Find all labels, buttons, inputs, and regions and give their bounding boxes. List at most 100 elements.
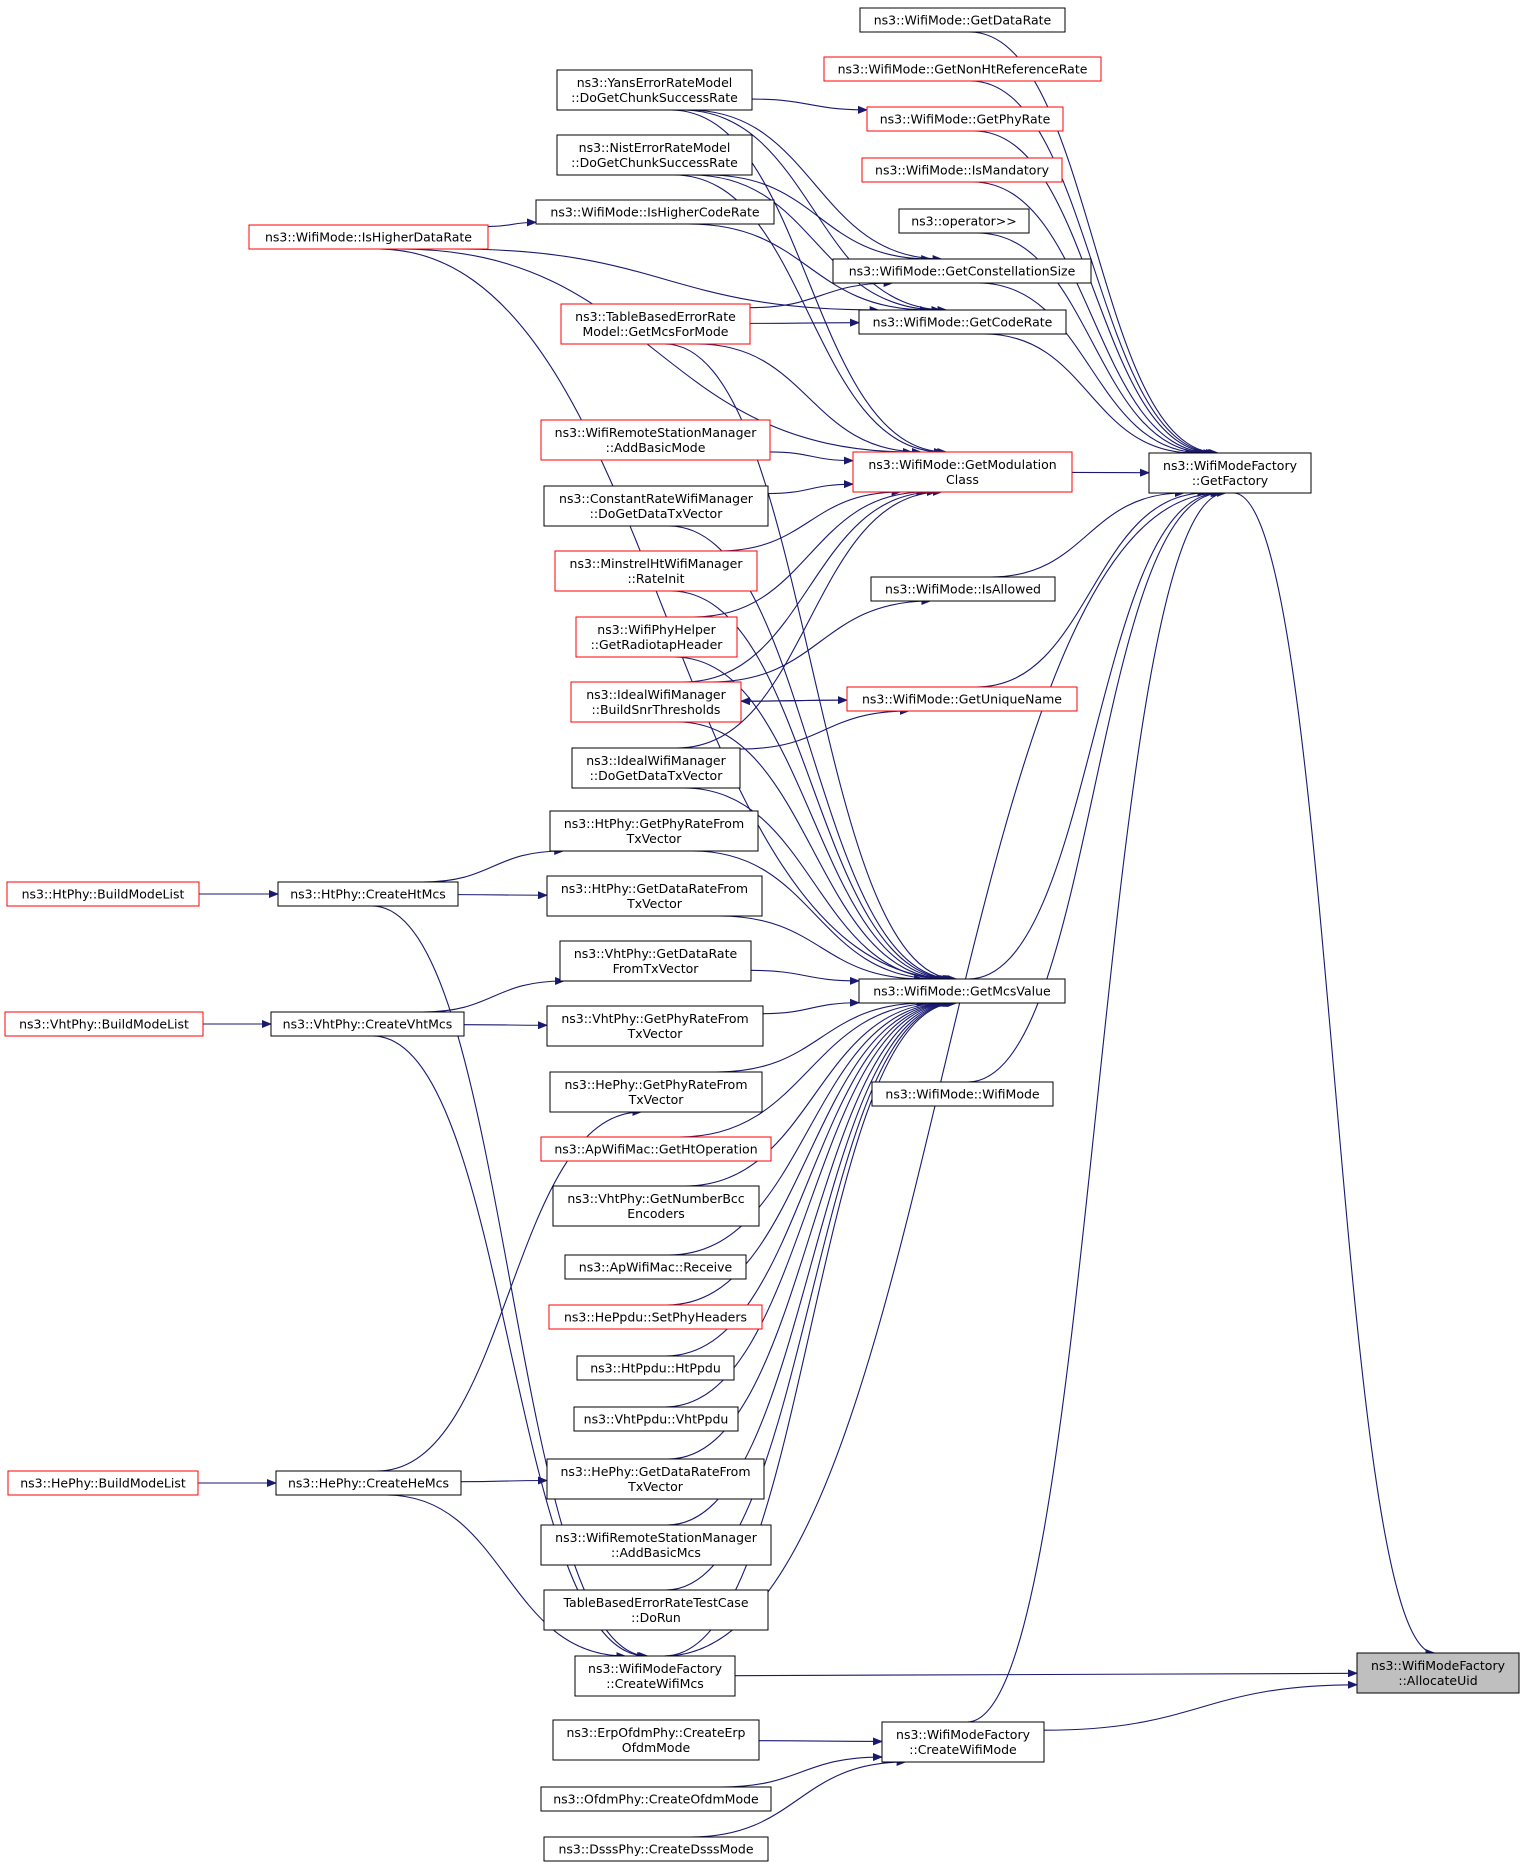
node-box-yans[interactable] [556,69,753,111]
node-box-idealdoget[interactable] [571,747,741,789]
node-addbasicmode[interactable]: ns3::WifiRemoteStationManager::AddBasicM… [540,419,771,461]
node-hebuild[interactable]: ns3::HePhy::BuildModeList [7,1470,199,1496]
node-box-vhtbuild[interactable] [4,1011,204,1037]
node-box-minstrel[interactable] [554,550,758,592]
node-box-htphyrate[interactable] [549,810,759,852]
node-box-isallowed[interactable] [870,576,1056,602]
node-idealdoget[interactable]: ns3::IdealWifiManager::DoGetDataTxVector [571,747,741,789]
node-createmcs[interactable]: ns3::WifiModeFactory::CreateWifiMcs [574,1655,736,1697]
node-box-createmode[interactable] [881,1721,1045,1763]
node-box-erpofdm[interactable] [552,1719,760,1761]
node-box-radiotap[interactable] [575,616,738,658]
node-getht[interactable]: ns3::ApWifiMac::GetHtOperation [540,1136,772,1162]
node-box-htdatarate[interactable] [546,875,763,917]
node-box-vhtcreate[interactable] [270,1011,465,1037]
node-box-heppdu[interactable] [548,1304,763,1330]
node-box-htbuild[interactable] [6,881,200,907]
node-box-hedatarate[interactable] [546,1458,765,1500]
node-getuniquename[interactable]: ns3::WifiMode::GetUniqueName [846,686,1078,712]
node-box-ishighercode[interactable] [535,199,775,225]
node-addbasicmcs[interactable]: ns3::WifiRemoteStationManager::AddBasicM… [540,1524,772,1566]
node-dsssmode[interactable]: ns3::DsssPhy::CreateDsssMode [543,1836,769,1862]
node-box-ofdmmode[interactable] [540,1786,772,1812]
node-ishigherdata[interactable]: ns3::WifiMode::IsHigherDataRate [248,224,489,250]
node-box-htcreate[interactable] [277,881,459,907]
node-box-getphyrate[interactable] [866,106,1064,132]
node-vhtcreate[interactable]: ns3::VhtPhy::CreateVhtMcs [270,1011,465,1037]
node-box-hecreate[interactable] [275,1470,462,1496]
node-box-getuniquename[interactable] [846,686,1078,712]
node-tablebased[interactable]: ns3::TableBasedErrorRateModel::GetMcsFor… [560,303,751,345]
node-box-operator[interactable] [898,208,1030,234]
node-box-allocateuid[interactable] [1356,1652,1520,1694]
node-getcoderate[interactable]: ns3::WifiMode::GetCodeRate [858,309,1067,335]
node-constrate[interactable]: ns3::ConstantRateWifiManager::DoGetDataT… [543,485,769,527]
node-vhtppdu[interactable]: ns3::VhtPpdu::VhtPpdu [573,1406,739,1432]
node-receive[interactable]: ns3::ApWifiMac::Receive [564,1254,747,1280]
node-box-idealbuild[interactable] [570,681,742,723]
node-ofdmmode[interactable]: ns3::OfdmPhy::CreateOfdmMode [540,1786,772,1812]
node-hecreate[interactable]: ns3::HePhy::CreateHeMcs [275,1470,462,1496]
node-vhtbuild[interactable]: ns3::VhtPhy::BuildModeList [4,1011,204,1037]
node-getnonht[interactable]: ns3::WifiMode::GetNonHtReferenceRate [823,56,1102,82]
node-box-getht[interactable] [540,1136,772,1162]
node-box-vhtdatarate[interactable] [559,940,752,982]
node-box-vhtphyrate[interactable] [546,1005,764,1047]
node-box-addbasicmcs[interactable] [540,1524,772,1566]
node-getconst[interactable]: ns3::WifiMode::GetConstellationSize [832,258,1092,284]
node-ishighercode[interactable]: ns3::WifiMode::IsHigherCodeRate [535,199,775,225]
node-box-vhtppdu[interactable] [573,1406,739,1432]
node-operator[interactable]: ns3::operator>> [898,208,1030,234]
node-box-getnonht[interactable] [823,56,1102,82]
node-box-nist[interactable] [556,134,753,176]
node-createmode[interactable]: ns3::WifiModeFactory::CreateWifiMode [881,1721,1045,1763]
node-yans[interactable]: ns3::YansErrorRateModel::DoGetChunkSucce… [556,69,753,111]
node-box-constrate[interactable] [543,485,769,527]
node-idealbuild[interactable]: ns3::IdealWifiManager::BuildSnrThreshold… [570,681,742,723]
node-getmcsvalue[interactable]: ns3::WifiMode::GetMcsValue [858,978,1066,1004]
node-isallowed[interactable]: ns3::WifiMode::IsAllowed [870,576,1056,602]
node-minstrel[interactable]: ns3::MinstrelHtWifiManager::RateInit [554,550,758,592]
node-box-getconst[interactable] [832,258,1092,284]
node-box-getcoderate[interactable] [858,309,1067,335]
node-box-ishigherdata[interactable] [248,224,489,250]
node-allocateuid[interactable]: ns3::WifiModeFactory::AllocateUid [1356,1652,1520,1694]
node-box-hephyrate[interactable] [549,1071,763,1113]
node-ismandatory[interactable]: ns3::WifiMode::IsMandatory [861,157,1063,183]
node-getfactory[interactable]: ns3::WifiModeFactory::GetFactory [1148,452,1312,494]
node-box-addbasicmode[interactable] [540,419,771,461]
node-box-ismandatory[interactable] [861,157,1063,183]
node-tabletest[interactable]: TableBasedErrorRateTestCase::DoRun [543,1589,769,1631]
node-radiotap[interactable]: ns3::WifiPhyHelper::GetRadiotapHeader [575,616,738,658]
node-box-tablebased[interactable] [560,303,751,345]
node-box-wifimode[interactable] [871,1081,1054,1107]
node-wifimode[interactable]: ns3::WifiMode::WifiMode [871,1081,1054,1107]
node-box-tabletest[interactable] [543,1589,769,1631]
node-box-dsssmode[interactable] [543,1836,769,1862]
node-box-receive[interactable] [564,1254,747,1280]
node-htbuild[interactable]: ns3::HtPhy::BuildModeList [6,881,200,907]
node-getdatarate[interactable]: ns3::WifiMode::GetDataRate [859,7,1066,33]
node-box-htppdu[interactable] [576,1355,735,1381]
node-htppdu[interactable]: ns3::HtPpdu::HtPpdu [576,1355,735,1381]
node-box-hebuild[interactable] [7,1470,199,1496]
node-box-getfactory[interactable] [1148,452,1312,494]
node-box-vhtbcc[interactable] [552,1185,760,1227]
node-heppdu[interactable]: ns3::HePpdu::SetPhyHeaders [548,1304,763,1330]
node-box-getmcsvalue[interactable] [858,978,1066,1004]
node-nist[interactable]: ns3::NistErrorRateModel::DoGetChunkSucce… [556,134,753,176]
node-box-createmcs[interactable] [574,1655,736,1697]
node-box-getmodclass[interactable] [852,451,1073,493]
node-box-getdatarate[interactable] [859,7,1066,33]
node-htcreate[interactable]: ns3::HtPhy::CreateHtMcs [277,881,459,907]
node-getphyrate[interactable]: ns3::WifiMode::GetPhyRate [866,106,1064,132]
